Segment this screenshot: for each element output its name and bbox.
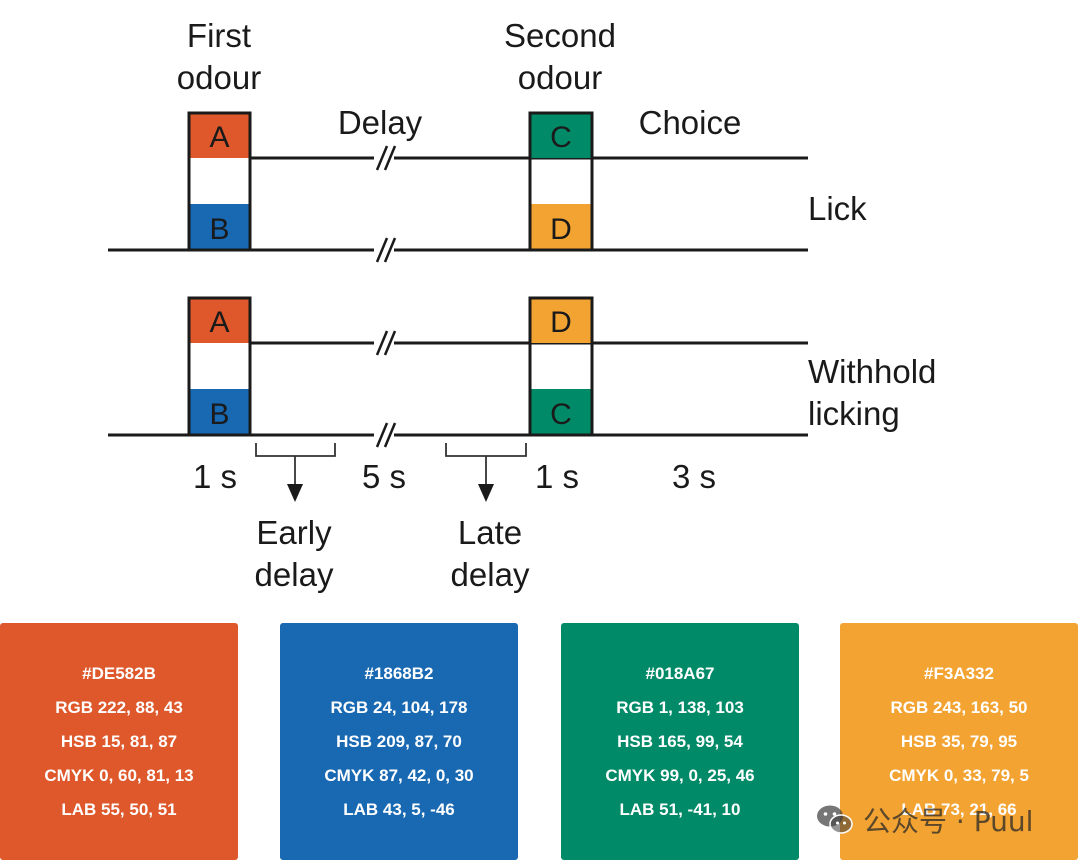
odour-letter: D bbox=[550, 306, 572, 339]
odour-swatch-d bbox=[530, 204, 592, 250]
early-delay-arrowhead bbox=[287, 484, 303, 502]
time-label-first-odour: 1 s bbox=[193, 458, 237, 495]
withhold-trial: A B D C bbox=[108, 296, 808, 448]
lick-label: Lick bbox=[808, 190, 867, 227]
odour-letter: B bbox=[209, 398, 229, 431]
task-diagram: A B C D A B D C bbox=[108, 17, 936, 593]
swatch-lab: LAB 55, 50, 51 bbox=[61, 799, 177, 819]
second-odour-label: Second bbox=[504, 17, 616, 54]
odour-swatch-b bbox=[189, 204, 250, 250]
axis-break-mark bbox=[374, 422, 397, 448]
odour-letter: C bbox=[550, 398, 572, 431]
swatch-hex: #018A67 bbox=[645, 663, 715, 683]
delay-label: Delay bbox=[338, 104, 423, 141]
swatch-hsb: HSB 165, 99, 54 bbox=[617, 731, 743, 751]
withhold-label: licking bbox=[808, 395, 900, 432]
swatch-hsb: HSB 15, 81, 87 bbox=[60, 731, 178, 751]
color-swatch-green: #018A67 RGB 1, 138, 103 HSB 165, 99, 54 … bbox=[561, 623, 799, 860]
early-delay-label: Early bbox=[256, 514, 332, 551]
swatch-hex: #1868B2 bbox=[364, 663, 434, 683]
swatch-rgb: RGB 243, 163, 50 bbox=[890, 697, 1028, 717]
axis-break-mark bbox=[374, 145, 397, 171]
swatch-lab: LAB 51, -41, 10 bbox=[619, 799, 741, 819]
swatch-cmyk: CMYK 0, 33, 79, 5 bbox=[889, 765, 1029, 785]
odour-letter: A bbox=[209, 121, 229, 154]
first-odour-label: First bbox=[187, 17, 251, 54]
lick-trial: A B C D bbox=[108, 111, 808, 263]
late-delay-label: Late bbox=[458, 514, 522, 551]
odour-letter: C bbox=[550, 121, 572, 154]
choice-label: Choice bbox=[639, 104, 742, 141]
swatch-hex: #DE582B bbox=[82, 663, 156, 683]
color-swatch-blue: #1868B2 RGB 24, 104, 178 HSB 209, 87, 70… bbox=[280, 623, 518, 860]
time-label-second-odour: 1 s bbox=[535, 458, 579, 495]
time-label-delay: 5 s bbox=[362, 458, 406, 495]
time-label-choice: 3 s bbox=[672, 458, 716, 495]
odour-swatch-a bbox=[189, 298, 250, 343]
late-delay-arrowhead bbox=[478, 484, 494, 502]
axis-break-mark bbox=[374, 330, 397, 356]
odour-swatch-c bbox=[530, 113, 592, 158]
swatch-cmyk: CMYK 0, 60, 81, 13 bbox=[44, 765, 194, 785]
swatch-cmyk: CMYK 99, 0, 25, 46 bbox=[605, 765, 755, 785]
watermark: 公众号 · Puul bbox=[815, 800, 1033, 840]
late-delay-label: delay bbox=[451, 556, 530, 593]
odour-swatch-a bbox=[189, 113, 250, 158]
swatch-hsb: HSB 209, 87, 70 bbox=[336, 731, 462, 751]
wechat-icon bbox=[817, 805, 853, 834]
odour-swatch-d bbox=[530, 298, 592, 343]
odour-letter: D bbox=[550, 213, 572, 246]
swatch-rgb: RGB 1, 138, 103 bbox=[616, 697, 744, 717]
swatch-rgb: RGB 24, 104, 178 bbox=[330, 697, 468, 717]
swatch-rgb: RGB 222, 88, 43 bbox=[55, 697, 183, 717]
swatch-lab: LAB 73, 21, 66 bbox=[901, 799, 1017, 819]
late-delay-bracket bbox=[445, 443, 527, 490]
odour-swatch-b bbox=[189, 389, 250, 435]
watermark-text: 公众号 · Puul bbox=[863, 805, 1034, 838]
swatch-lab: LAB 43, 5, -46 bbox=[343, 799, 455, 819]
odour-letter: B bbox=[209, 213, 229, 246]
second-odour-label: odour bbox=[518, 59, 602, 96]
swatch-hex: #F3A332 bbox=[924, 663, 994, 683]
odour-swatch-c bbox=[530, 389, 592, 435]
early-delay-bracket bbox=[255, 443, 336, 490]
swatch-cmyk: CMYK 87, 42, 0, 30 bbox=[324, 765, 474, 785]
early-delay-label: delay bbox=[255, 556, 334, 593]
swatch-hsb: HSB 35, 79, 95 bbox=[900, 731, 1018, 751]
color-swatch-orange: #DE582B RGB 222, 88, 43 HSB 15, 81, 87 C… bbox=[0, 623, 238, 860]
color-swatch-yellow: #F3A332 RGB 243, 163, 50 HSB 35, 79, 95 … bbox=[840, 623, 1078, 860]
axis-break-mark bbox=[374, 237, 397, 263]
withhold-label: Withhold bbox=[808, 353, 936, 390]
first-odour-label: odour bbox=[177, 59, 261, 96]
odour-letter: A bbox=[209, 306, 229, 339]
